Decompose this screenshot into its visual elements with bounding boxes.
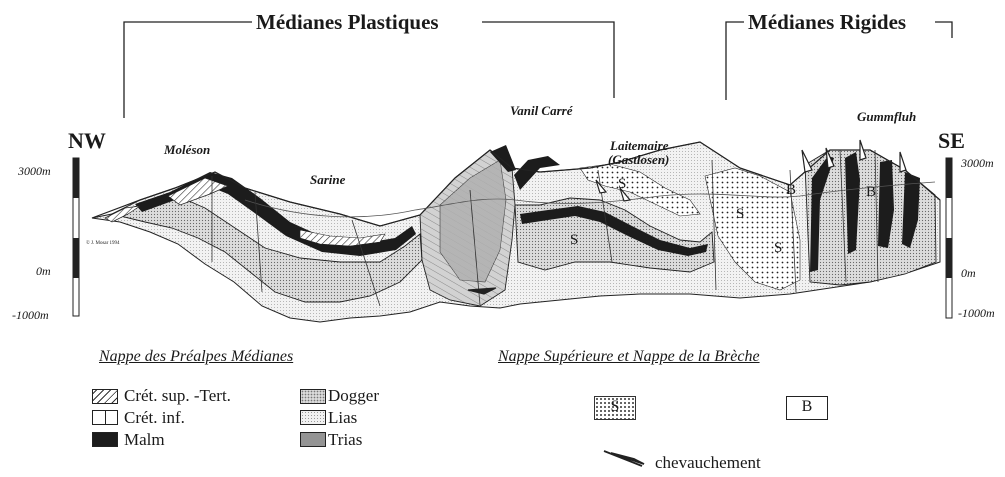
unit-s-marker: S: [774, 240, 782, 257]
thrust-symbol-icon: [604, 451, 644, 466]
unit-b-marker: B: [866, 184, 876, 201]
swatch-nappe-superieure: S: [594, 396, 636, 420]
swatch-trias: [300, 432, 326, 447]
legend-label: Malm: [124, 431, 165, 449]
legend-label: Crét. sup. -Tert.: [124, 387, 231, 405]
unit-s-marker: S: [618, 176, 626, 193]
title-medianes-plastiques: Médianes Plastiques: [256, 10, 439, 34]
legend-label: Dogger: [328, 387, 379, 405]
legend-title-superieure: Nappe Supérieure et Nappe de la Brèche: [498, 348, 760, 366]
unit-s-marker: S: [570, 232, 578, 249]
legend-label: Crét. inf.: [124, 409, 185, 427]
unit-b-marker: B: [786, 182, 796, 199]
swatch-dogger: [300, 389, 326, 404]
bracket-rigides-right: [935, 22, 952, 38]
swatch-lias: [300, 410, 326, 425]
legend-thrust-label: chevauchement: [655, 454, 761, 472]
scale-left-mid: 0m: [36, 264, 51, 279]
bracket-rigides-left: [726, 22, 744, 100]
scale-left-top: 3000m: [18, 164, 51, 179]
bracket-plastiques-right: [482, 22, 614, 98]
swatch-nappe-breche: B: [786, 396, 828, 420]
scale-right-bottom: -1000m: [958, 306, 995, 321]
location-label: Gummfluh: [857, 109, 916, 125]
direction-se: SE: [938, 128, 965, 154]
scale-bar-left: [73, 158, 79, 316]
legend-label: Trias: [328, 431, 362, 449]
swatch-malm: [92, 432, 118, 447]
unit-s-marker: S: [736, 206, 744, 223]
direction-nw: NW: [68, 128, 106, 154]
title-medianes-rigides: Médianes Rigides: [748, 10, 906, 34]
scale-right-top: 3000m: [961, 156, 994, 171]
legend-label: Lias: [328, 409, 357, 427]
location-label: (Gastlosen): [608, 152, 669, 168]
swatch-cret-inf: [92, 410, 118, 425]
scale-bar-right: [946, 158, 952, 318]
scale-right-mid: 0m: [961, 266, 976, 281]
location-label: Vanil Carré: [510, 103, 573, 119]
location-label: Moléson: [164, 142, 210, 158]
legend-title-medianes: Nappe des Préalpes Médianes: [99, 348, 293, 366]
bracket-plastiques-left: [124, 22, 252, 118]
copyright-text: © J. Mosar 1994: [86, 241, 120, 246]
swatch-cret-sup: [92, 389, 118, 404]
scale-left-bottom: -1000m: [12, 308, 49, 323]
location-label: Sarine: [310, 172, 345, 188]
